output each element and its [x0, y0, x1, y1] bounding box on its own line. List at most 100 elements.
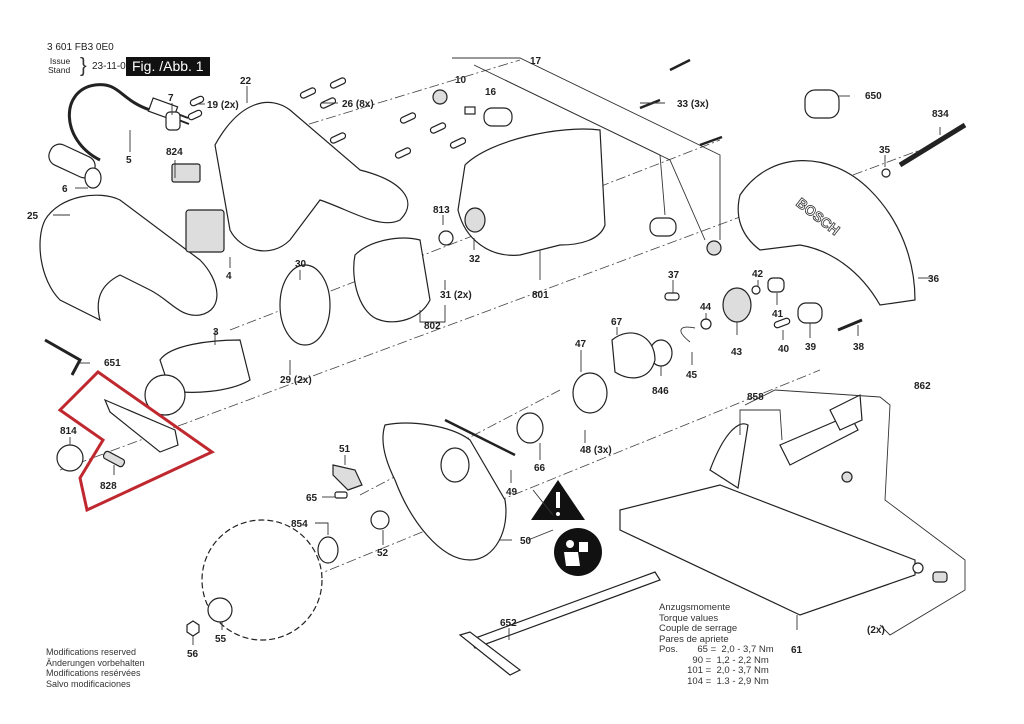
highlight-outline	[57, 370, 215, 513]
gear-43	[722, 287, 752, 323]
callout-67: 67	[611, 317, 623, 328]
callout-49: 49	[506, 487, 518, 498]
callout-47: 47	[575, 339, 587, 350]
figure-label: Fig. /Abb. 1	[126, 57, 210, 76]
issue-text: Issue	[49, 56, 71, 66]
mod-line: Salvo modificaciones	[46, 678, 131, 689]
callout-29: 29 (2x)	[280, 375, 312, 386]
callout-40: 40	[778, 344, 790, 355]
callout-42: 42	[752, 269, 764, 280]
rip-fence	[469, 571, 661, 649]
washer-42	[751, 285, 761, 295]
modifications-notice: Modifications reserved Änderungen vorbeh…	[46, 647, 145, 689]
callout-834: 834	[932, 109, 949, 120]
callout-50: 50	[520, 536, 532, 547]
bevel-bracket-862	[829, 394, 863, 431]
callout-36: 36	[928, 274, 940, 285]
strain-relief	[165, 111, 181, 131]
callout-4: 4	[226, 271, 232, 282]
spindle-854	[317, 536, 339, 564]
brush-cap-2	[706, 240, 722, 256]
bracket-17	[452, 57, 721, 240]
torque-title: Torque values	[659, 612, 719, 624]
guard-hub	[440, 447, 470, 483]
mod-line: Modifications reserved	[46, 647, 137, 657]
hex-key	[44, 338, 83, 376]
callout-813: 813	[433, 205, 450, 216]
brush-holder	[48, 143, 102, 189]
carbon-brush	[464, 106, 476, 115]
callout-45: 45	[686, 370, 698, 381]
bevel-quadrant	[709, 423, 749, 490]
torque-pos: 104	[687, 675, 703, 687]
callout-7: 7	[168, 93, 174, 104]
washer	[912, 562, 924, 574]
callout-858: 858	[747, 392, 764, 403]
rod-834	[898, 122, 967, 168]
torque-value: 2,0 - 3,7 Nm	[716, 665, 769, 676]
callout-5: 5	[126, 155, 132, 166]
callout-56: 56	[187, 649, 199, 660]
bearing-32	[464, 207, 486, 233]
screws-26	[187, 77, 467, 159]
torque-title: Anzugsmomente	[659, 602, 731, 613]
stand-text: Stand	[48, 65, 71, 75]
callout-650: 650	[865, 91, 882, 102]
torque-value: 1,2 - 2,2 Nm	[716, 654, 769, 666]
assembly-axis	[279, 369, 821, 591]
leader-lines	[53, 86, 941, 645]
torque-value: 1.3 - 2,9 Nm	[716, 675, 769, 687]
torque-pos: 65	[697, 644, 708, 655]
handle-part	[39, 194, 218, 322]
torque-title: Pares de apriete	[659, 633, 729, 645]
field-coil	[353, 237, 431, 323]
callout-65: 65	[306, 493, 318, 504]
spindle-lock	[103, 398, 179, 453]
mod-line: Änderungen vorbehalten	[46, 657, 145, 668]
torque-values-table: Anzugsmomente Torque values Couple de se…	[659, 602, 774, 688]
callout-55: 55	[215, 634, 227, 645]
washer-44	[700, 318, 712, 330]
part-number: 3 601 FB3 0E0	[47, 42, 114, 53]
bolt-56	[186, 620, 200, 637]
callout-44: 44	[700, 302, 712, 313]
brush-holder-16	[483, 107, 513, 127]
oring-52	[370, 510, 390, 530]
brace-glyph: }	[80, 55, 87, 77]
bracket-862	[744, 389, 966, 636]
callout-824: 824	[166, 147, 183, 158]
callout-846: 846	[652, 386, 669, 397]
bracket-16	[504, 79, 666, 216]
callout-862: 862	[914, 381, 931, 392]
issue-date: 23-11-06	[92, 61, 132, 72]
callout-51: 51	[339, 444, 351, 455]
issue-label: Issue Stand	[48, 57, 70, 75]
torque-row: 104 = 1.3 - 2,9 Nm	[659, 675, 774, 688]
roller-39	[797, 302, 823, 324]
upper-blade-guard	[737, 160, 916, 306]
callout-52: 52	[377, 548, 389, 559]
callout-39: 39	[805, 342, 817, 353]
callout-61: 61	[791, 645, 803, 656]
gasket-67	[611, 332, 656, 379]
callout-6: 6	[62, 184, 68, 195]
armature-fan	[144, 374, 186, 416]
switch	[185, 209, 225, 253]
base-plate	[619, 484, 916, 616]
callout-48: 48 (3x)	[580, 445, 612, 456]
mod-line: Modifications resérvées	[46, 668, 141, 678]
bearing-813	[438, 230, 454, 246]
pos-label: Pos.	[659, 644, 679, 655]
lower-blade-guard	[382, 422, 507, 561]
torque-pos: 90	[692, 654, 703, 666]
callout-66: 66	[534, 463, 546, 474]
callout-802: 802	[424, 321, 441, 332]
washer-35	[881, 168, 891, 178]
callout-43: 43	[731, 347, 743, 358]
callout-2x: (2x)	[867, 625, 885, 636]
clip	[932, 571, 948, 583]
callout-35: 35	[879, 145, 891, 156]
callout-19: 19 (2x)	[207, 100, 239, 111]
screw-65	[334, 491, 348, 499]
